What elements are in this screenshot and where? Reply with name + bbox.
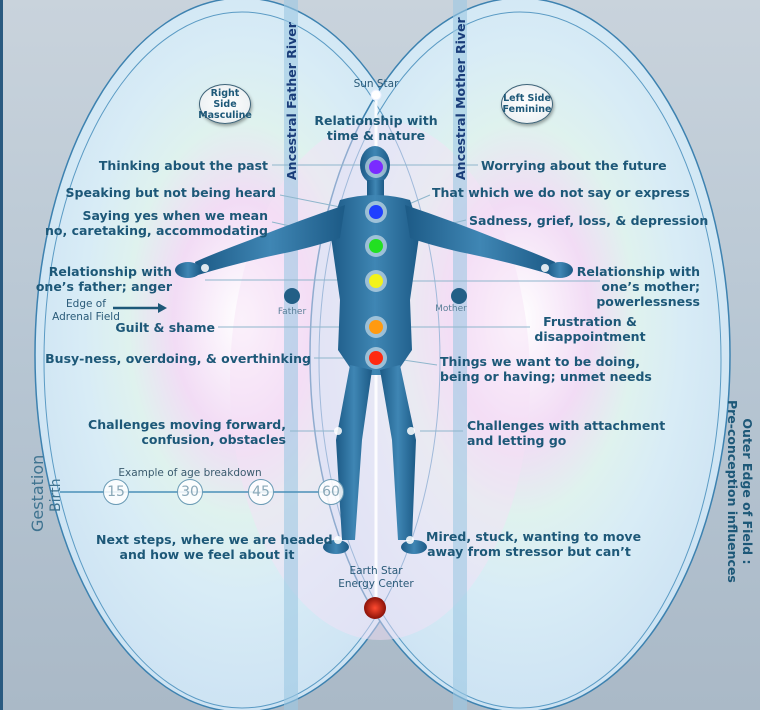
mother-dot bbox=[451, 288, 467, 304]
line: one’s mother; bbox=[601, 279, 700, 294]
age-tick-45: 45 bbox=[248, 479, 274, 505]
line: Frustration & bbox=[543, 314, 637, 329]
label-sadness: Sadness, grief, loss, & depression bbox=[469, 213, 709, 228]
line: Things we want to be doing, bbox=[440, 354, 641, 369]
line: being or having; unmet needs bbox=[440, 369, 652, 384]
gestation-label: Gestation bbox=[28, 454, 47, 532]
line: away from stressor but can’t bbox=[427, 544, 631, 559]
father-dot bbox=[284, 288, 300, 304]
line: Saying yes when we mean bbox=[82, 208, 269, 223]
outer-edge-label: Outer Edge of Field :Pre-conception infl… bbox=[725, 400, 755, 583]
age-tick-15: 15 bbox=[103, 479, 129, 505]
chakra-6 bbox=[369, 351, 383, 365]
line: no, caretaking, accommodating bbox=[45, 223, 268, 238]
chakra-5 bbox=[369, 320, 383, 334]
arrow-icon bbox=[158, 303, 167, 313]
line: confusion, obstacles bbox=[141, 432, 286, 447]
line: Challenges moving forward, bbox=[88, 417, 286, 432]
line: one’s father; anger bbox=[35, 279, 172, 294]
label-guilt: Guilt & shame bbox=[115, 320, 215, 335]
chakra-2 bbox=[369, 205, 383, 219]
line: Earth Star bbox=[349, 565, 403, 577]
line: disappointment bbox=[534, 329, 646, 344]
line: Edge of bbox=[66, 298, 106, 310]
label-things: Things we want to be doing,being or havi… bbox=[440, 354, 652, 384]
line: Right Side bbox=[210, 87, 240, 110]
birth-label: Birth bbox=[48, 478, 64, 512]
age-tick-30: 30 bbox=[177, 479, 203, 505]
line: and how we feel about it bbox=[119, 547, 295, 562]
label-challenges-forward: Challenges moving forward,confusion, obs… bbox=[88, 417, 286, 447]
line: Pre-conception influences bbox=[725, 400, 740, 583]
label-past: Thinking about the past bbox=[98, 158, 268, 173]
line: Relationship with bbox=[48, 264, 172, 279]
age-tick-60: 60 bbox=[318, 479, 344, 505]
line: Outer Edge of Field : bbox=[740, 418, 755, 565]
line: powerlessness bbox=[596, 294, 700, 309]
line: Challenges with attachment bbox=[467, 418, 666, 433]
label-future: Worrying about the future bbox=[481, 158, 667, 173]
chakra-4 bbox=[369, 274, 383, 288]
label-speaking: Speaking but not being heard bbox=[65, 185, 276, 200]
line: Relationship with bbox=[314, 113, 438, 128]
line: Feminine bbox=[502, 104, 552, 115]
label-frustration: Frustration &disappointment bbox=[530, 314, 650, 344]
line: Adrenal Field bbox=[52, 311, 120, 323]
father-label: Father bbox=[277, 307, 307, 317]
mother-river bbox=[453, 0, 467, 710]
joint-glows bbox=[201, 264, 549, 544]
line: Left Side bbox=[503, 93, 551, 104]
father-river bbox=[284, 0, 298, 710]
line: Energy Center bbox=[338, 578, 414, 590]
line: and letting go bbox=[467, 433, 567, 448]
chakras bbox=[365, 156, 387, 369]
mother-label: Mother bbox=[435, 304, 467, 314]
ancestral-father-river-label: Ancestral Father River bbox=[284, 22, 299, 180]
sun-star bbox=[370, 89, 382, 101]
label-not-say: That which we do not say or express bbox=[432, 185, 690, 200]
line: Relationship with bbox=[576, 264, 700, 279]
sun-star-label: Sun Star bbox=[353, 78, 399, 90]
left-border bbox=[0, 0, 3, 710]
relationship-time-label: Relationship with time & nature bbox=[296, 113, 456, 143]
chakra-1 bbox=[369, 160, 383, 174]
ancestral-mother-river-label: Ancestral Mother River bbox=[453, 17, 468, 180]
line: Mired, stuck, wanting to move bbox=[426, 529, 642, 544]
chakra-3 bbox=[369, 239, 383, 253]
label-busy: Busy-ness, overdoing, & overthinking bbox=[45, 351, 311, 366]
line: time & nature bbox=[326, 128, 426, 143]
line: Masculine bbox=[198, 109, 252, 121]
age-breakdown-title: Example of age breakdown bbox=[118, 467, 262, 479]
line: Next steps, where we are headed bbox=[96, 532, 333, 547]
earth-star bbox=[364, 597, 386, 619]
